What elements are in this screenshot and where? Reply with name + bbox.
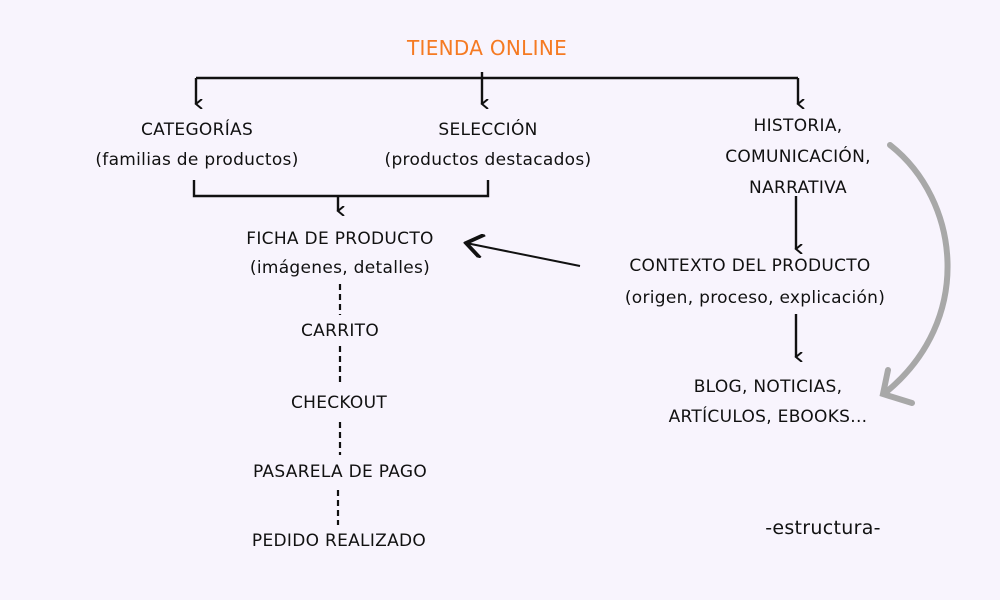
node-line: ARTÍCULOS, EBOOKS... <box>668 407 868 427</box>
node-checkout: CHECKOUT <box>290 393 388 413</box>
node-sub: (productos destacados) <box>384 150 592 170</box>
node-line: HISTORIA, <box>753 116 843 136</box>
node-contexto: CONTEXTO DEL PRODUCTO (origen, proceso, e… <box>615 258 885 307</box>
node-ficha: FICHA DE PRODUCTO (imágenes, detalles) <box>246 231 433 277</box>
node-sub: (imágenes, detalles) <box>249 258 431 278</box>
node-seleccion: SELECCIÓN (productos destacados) <box>385 122 592 169</box>
node-sub: (familias de productos) <box>95 150 299 170</box>
node-label: SELECCIÓN <box>438 120 538 140</box>
node-historia: HISTORIA, COMUNICACIÓN, NARRATIVA <box>725 111 871 204</box>
curved-arrow <box>879 142 951 406</box>
node-categorias: CATEGORÍAS (familias de productos) <box>95 122 298 169</box>
merge-bracket <box>192 180 490 198</box>
node-pedido: PEDIDO REALIZADO <box>251 531 427 551</box>
node-line: COMUNICACIÓN, <box>725 147 871 167</box>
arrow-contexto-ficha <box>466 243 581 267</box>
node-sub: (origen, proceso, explicación) <box>624 288 886 308</box>
caption: -estructura- <box>765 517 881 539</box>
node-label: CATEGORÍAS <box>140 120 254 140</box>
node-line: BLOG, NOTICIAS, <box>693 377 843 397</box>
node-carrito: CARRITO <box>300 321 380 341</box>
node-blog: BLOG, NOTICIAS, ARTÍCULOS, EBOOKS... <box>669 372 868 432</box>
node-pasarela: PASARELA DE PAGO <box>252 462 428 482</box>
flow-dashes <box>336 284 342 525</box>
title: TIENDA ONLINE <box>406 36 568 60</box>
node-label: CONTEXTO DEL PRODUCTO <box>629 256 871 276</box>
node-line: NARRATIVA <box>749 178 847 198</box>
node-label: FICHA DE PRODUCTO <box>246 229 434 249</box>
